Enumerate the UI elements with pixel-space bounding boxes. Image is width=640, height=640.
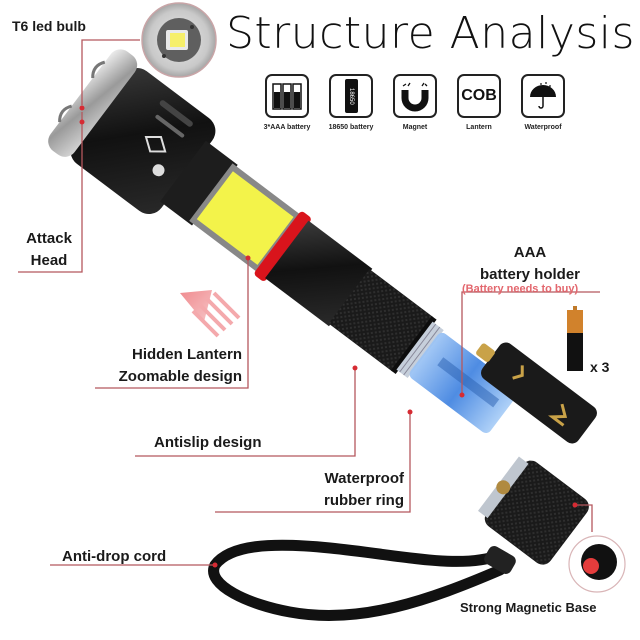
label-aaa-battery-holder: AAA battery holder: [479, 244, 581, 283]
aaa-battery-pack-icon: [265, 74, 309, 118]
battery-count: x 3: [590, 359, 610, 375]
label-t6-led-bulb: T6 led bulb: [12, 18, 86, 34]
feature-18650-battery: 18650 18650 battery: [326, 74, 376, 131]
led-bulb-inset: [141, 2, 217, 78]
page-title: Structure Analysis: [226, 8, 635, 59]
label-waterproof-rubber-ring: Waterproof rubber ring: [323, 470, 404, 509]
battery-purchase-note: (Battery needs to buy): [462, 283, 579, 295]
aaa-battery-icon: [567, 306, 583, 371]
tail-cap: [478, 456, 589, 565]
label-anti-drop-cord: Anti-drop cord: [62, 548, 167, 565]
anti-drop-cord: [208, 539, 506, 622]
callout-dots: [79, 105, 578, 568]
feature-magnet: Magnet: [390, 74, 440, 131]
feature-3aaa-battery: 3*AAA battery: [262, 74, 312, 131]
18650-battery-icon: 18650: [329, 74, 373, 118]
feature-waterproof: Waterproof: [518, 74, 568, 131]
lantern-direction-arrow: [180, 290, 241, 338]
callout-lines: [18, 39, 600, 566]
cob-icon: COB: [457, 74, 501, 118]
magnetic-base-inset: [568, 535, 626, 593]
label-hidden-lantern: Hidden Lantern Zoomable design: [118, 346, 242, 385]
feature-icons-row: 3*AAA battery 18650 18650 battery Magnet…: [262, 74, 568, 131]
magnet-icon: [393, 74, 437, 118]
label-antislip-design: Antislip design: [154, 434, 262, 451]
feature-lantern: COB Lantern: [454, 74, 504, 131]
label-strong-magnetic-base: Strong Magnetic Base: [460, 600, 597, 615]
aaa-battery-holder: [476, 342, 597, 444]
umbrella-icon: [521, 74, 565, 118]
flashlight-body: [48, 49, 519, 433]
label-attack-head: Attack Head: [26, 230, 72, 269]
